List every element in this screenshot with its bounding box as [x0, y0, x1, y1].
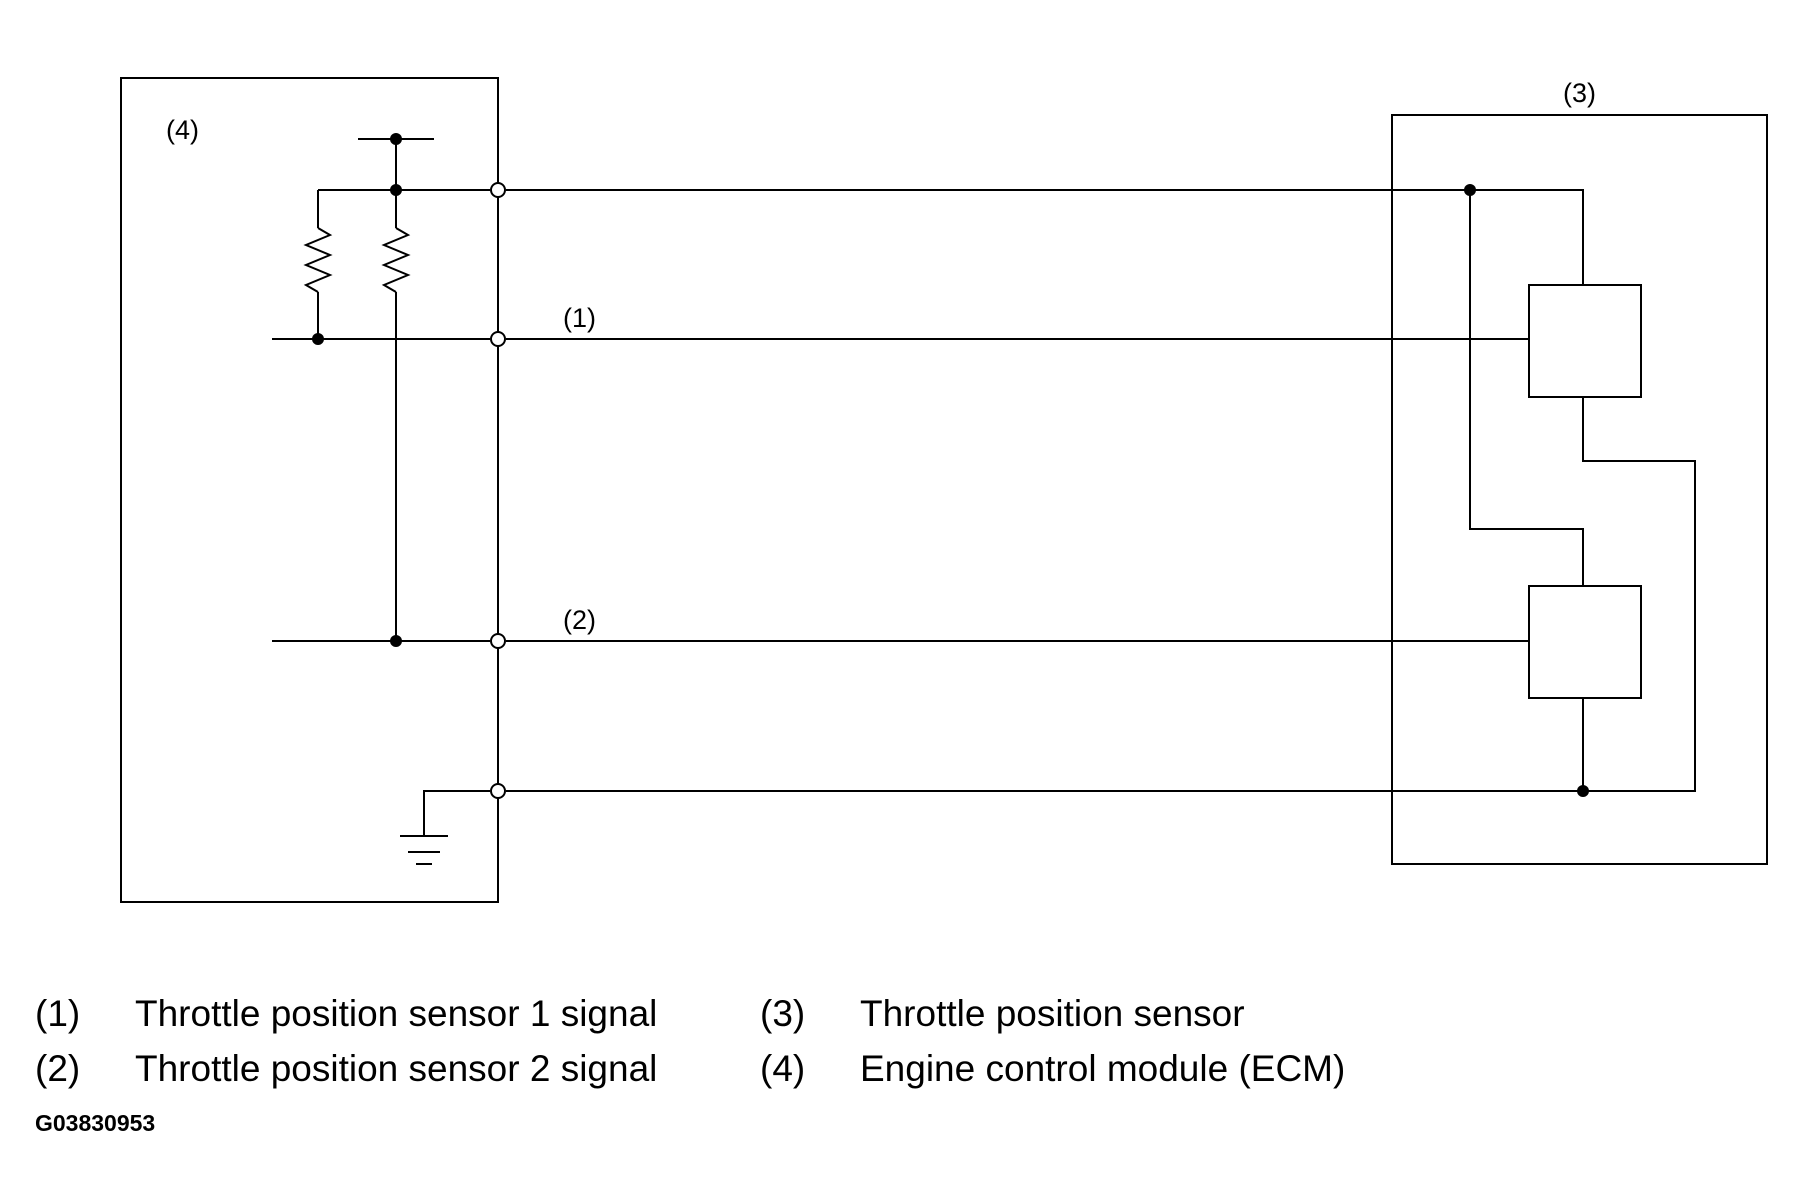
terminal — [490, 633, 506, 649]
legend-num-3: (3) — [760, 993, 806, 1034]
terminal — [490, 182, 506, 198]
legend-num-4: (4) — [760, 1048, 806, 1089]
junction-dot — [1464, 184, 1476, 196]
ecm-box — [120, 77, 499, 903]
wiring-diagram: (4) (3) (1) (2) — [120, 77, 1768, 903]
sensor-label: (3) — [1563, 78, 1596, 108]
ecm-label: (4) — [166, 115, 199, 145]
legend-text-1: Throttle position sensor 1 signal — [135, 993, 658, 1034]
figure-code: G03830953 — [35, 1110, 156, 1136]
junction-dot — [390, 184, 402, 196]
ecm-ground-line — [423, 790, 490, 836]
wire-supply — [506, 189, 1584, 285]
wire-ground — [506, 397, 1696, 792]
junction-dot — [1577, 785, 1589, 797]
resistor1 — [303, 227, 333, 293]
junction-dot — [312, 333, 324, 345]
junction-dot — [390, 635, 402, 647]
legend-text-3: Throttle position sensor — [860, 993, 1245, 1034]
sensor2-element — [1528, 585, 1642, 699]
legend-num-2: (2) — [35, 1048, 81, 1089]
junction-dot — [390, 133, 402, 145]
legend-text-4: Engine control module (ECM) — [860, 1048, 1346, 1089]
terminal — [490, 783, 506, 799]
resistor2 — [381, 227, 411, 293]
terminal — [490, 331, 506, 347]
signal1-label: (1) — [563, 303, 596, 333]
legend-num-1: (1) — [35, 993, 81, 1034]
legend-text-2: Throttle position sensor 2 signal — [135, 1048, 658, 1089]
sensor-box — [1391, 114, 1768, 865]
sensor1-element — [1528, 284, 1642, 398]
signal2-label: (2) — [563, 605, 596, 635]
sensor2-supply-line — [1469, 190, 1584, 586]
